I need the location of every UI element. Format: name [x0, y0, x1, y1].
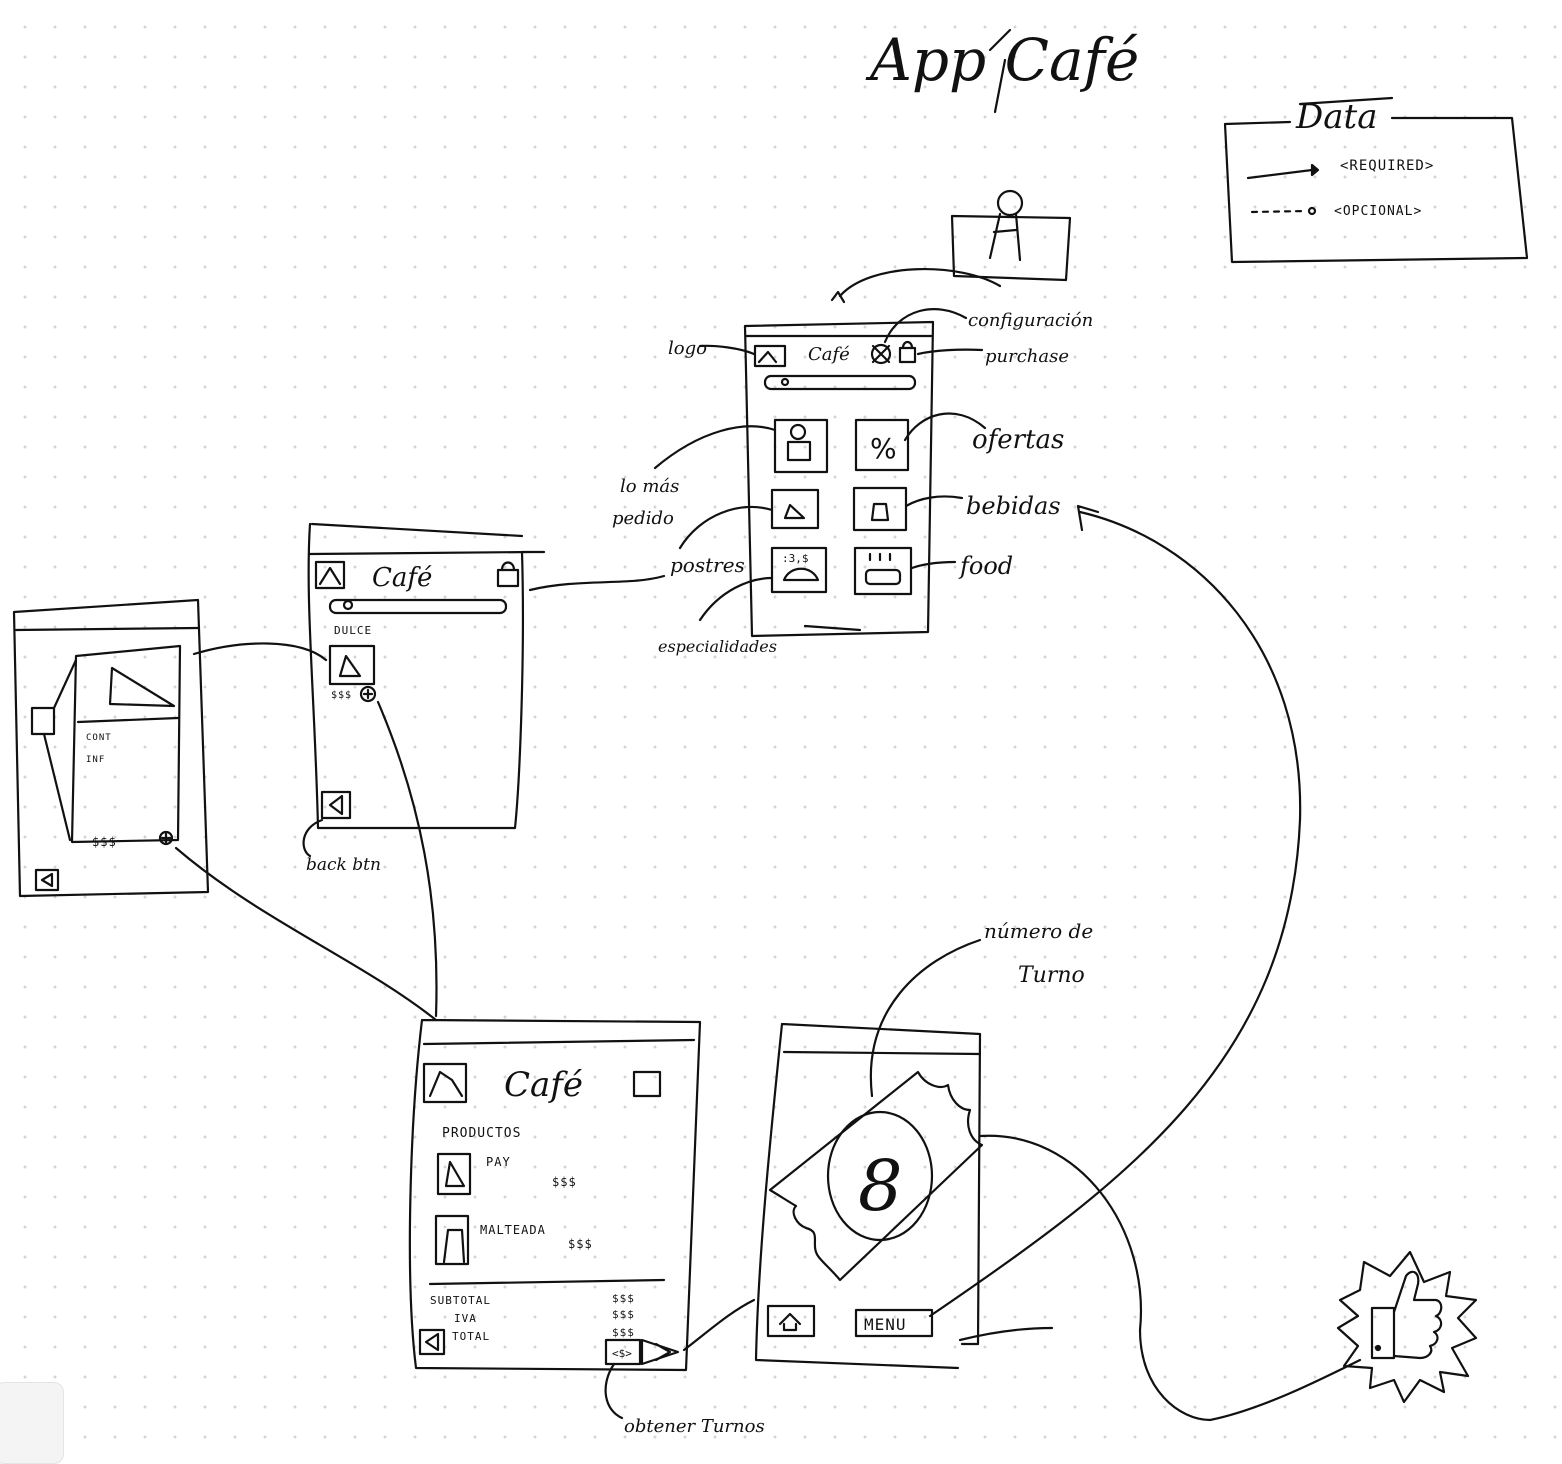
callout-specialties: especialidades [658, 637, 777, 656]
callout-back-button: back btn [306, 855, 381, 875]
cart-back-button[interactable] [418, 1328, 446, 1356]
profile-connector [838, 268, 1002, 298]
turn-number: 8 [858, 1145, 903, 1227]
svg-text:<$>: <$> [612, 1347, 632, 1360]
detail-product-image [108, 666, 176, 708]
cart-checkout-arrow[interactable] [640, 1338, 680, 1366]
legend-required-label: <REQUIRED> [1340, 158, 1434, 174]
cart-item-name-1: PAY [486, 1155, 511, 1169]
legend: Data <REQUIRED> <OPCIONAL> [1223, 96, 1529, 264]
list-item-thumbnail[interactable] [328, 644, 376, 686]
cart-subtotal-label: SUBTOTAL [430, 1294, 491, 1307]
list-search-bar[interactable] [328, 598, 508, 615]
list-brand: Café [372, 563, 432, 593]
home-screen: Café % :3,$ [743, 320, 935, 638]
title-flourish [988, 28, 1012, 114]
turn-number-circle [826, 1110, 934, 1242]
callout-settings: configuración [968, 310, 1093, 331]
list-item-price: $$$ [331, 690, 352, 701]
connector-detail-cart [174, 846, 438, 1022]
cart-edit-icon[interactable] [632, 1070, 662, 1098]
add-to-cart-icon[interactable] [359, 685, 377, 703]
callout-most-ordered-2: pedido [612, 508, 674, 529]
ticket-menu-button[interactable] [854, 1308, 934, 1338]
thumbs-up-icon [1336, 1250, 1478, 1404]
cart-screen: Café PRODUCTOS PAY $$$ MALTEADA $$$ SUBT… [408, 1018, 765, 1437]
cart-section-title: PRODUCTOS [442, 1126, 521, 1141]
tile-food[interactable] [853, 546, 913, 596]
callout-turn-number-2: Turno [1018, 963, 1085, 988]
home-search-bar[interactable] [763, 374, 917, 391]
callout-food: food [958, 552, 1013, 580]
list-logo-icon [314, 560, 346, 590]
detail-content-line1: CONT [86, 733, 112, 743]
connector-ticket-home [928, 510, 1302, 1318]
home-callouts: logo configuración purchase lo más pedid… [612, 308, 1093, 656]
cart-item-price-2: $$$ [568, 1237, 593, 1251]
cart-ticket-button[interactable] [604, 1338, 642, 1366]
connector-list-cart [376, 700, 438, 1018]
connector-ticket-feedback [978, 1134, 1362, 1422]
detail-price: $$$ [92, 835, 117, 849]
legend-optional-arrow [1250, 209, 1308, 214]
cart-brand: Café [504, 1065, 583, 1105]
cart-total-label: TOTAL [452, 1330, 490, 1343]
connector-cart-ticket [682, 1298, 756, 1352]
logo-icon [753, 344, 787, 368]
cart-iva-label: IVA [454, 1312, 477, 1325]
connector-detail-list [192, 642, 328, 662]
cart-item-price-1: $$$ [552, 1175, 577, 1189]
corner-panel-tab [0, 1382, 64, 1464]
tile-specialties[interactable] [770, 546, 828, 594]
ticket-home-button[interactable] [766, 1304, 816, 1338]
callout-desserts: postres [670, 553, 745, 577]
detail-add-icon[interactable] [158, 830, 174, 846]
callout-get-ticket: obtener Turnos [624, 1416, 765, 1437]
callout-logo: logo [668, 338, 707, 359]
detail-side-tab[interactable] [30, 706, 56, 736]
detail-content-line2: INF [86, 755, 105, 765]
cart-iva-value: $$$ [612, 1308, 635, 1321]
cart-total-value: $$$ [612, 1326, 635, 1339]
callout-purchase: purchase [985, 346, 1069, 367]
list-back-button[interactable] [320, 790, 352, 820]
cart-logo-icon [422, 1062, 468, 1104]
tile-drinks[interactable] [852, 486, 908, 532]
detail-card [70, 644, 182, 844]
page-title: App Café [865, 26, 1139, 94]
cart-item-image-2 [434, 1214, 470, 1266]
legend-required-arrow [1246, 168, 1314, 180]
list-purchase-icon[interactable] [496, 568, 520, 588]
tile-offers[interactable] [854, 418, 910, 472]
ticket-screen: 8 MENU número de Turno [754, 919, 1093, 1370]
purchase-icon[interactable] [898, 346, 917, 364]
legend-optional-label: <OPCIONAL> [1334, 204, 1422, 219]
callout-most-ordered-1: lo más [620, 476, 679, 497]
cart-item-image-1 [436, 1152, 472, 1196]
home-brand: Café [808, 344, 850, 365]
ticket-menu-label: MENU [864, 1315, 907, 1334]
ticket-shape [768, 1070, 984, 1282]
list-section-title: DULCE [334, 624, 372, 637]
detail-screen: CONT INF $$$ [12, 598, 210, 898]
callout-turn-number-1: número de [984, 919, 1093, 943]
gear-icon[interactable] [870, 343, 892, 365]
cart-item-name-2: MALTEADA [480, 1223, 546, 1237]
cart-subtotal-value: $$$ [612, 1292, 635, 1305]
svg-text:%: % [870, 432, 897, 465]
detail-back-button[interactable] [34, 868, 60, 892]
callout-drinks: bebidas [966, 492, 1061, 520]
callout-offers: ofertas [972, 425, 1064, 455]
svg-text::3,$: :3,$ [782, 552, 809, 565]
tile-most-ordered[interactable] [773, 418, 829, 474]
person-icon [996, 189, 1024, 217]
list-screen: Café DULCE $$$ back btn [302, 522, 546, 875]
profile-frame [830, 189, 1072, 304]
connector-list-home [528, 574, 666, 592]
